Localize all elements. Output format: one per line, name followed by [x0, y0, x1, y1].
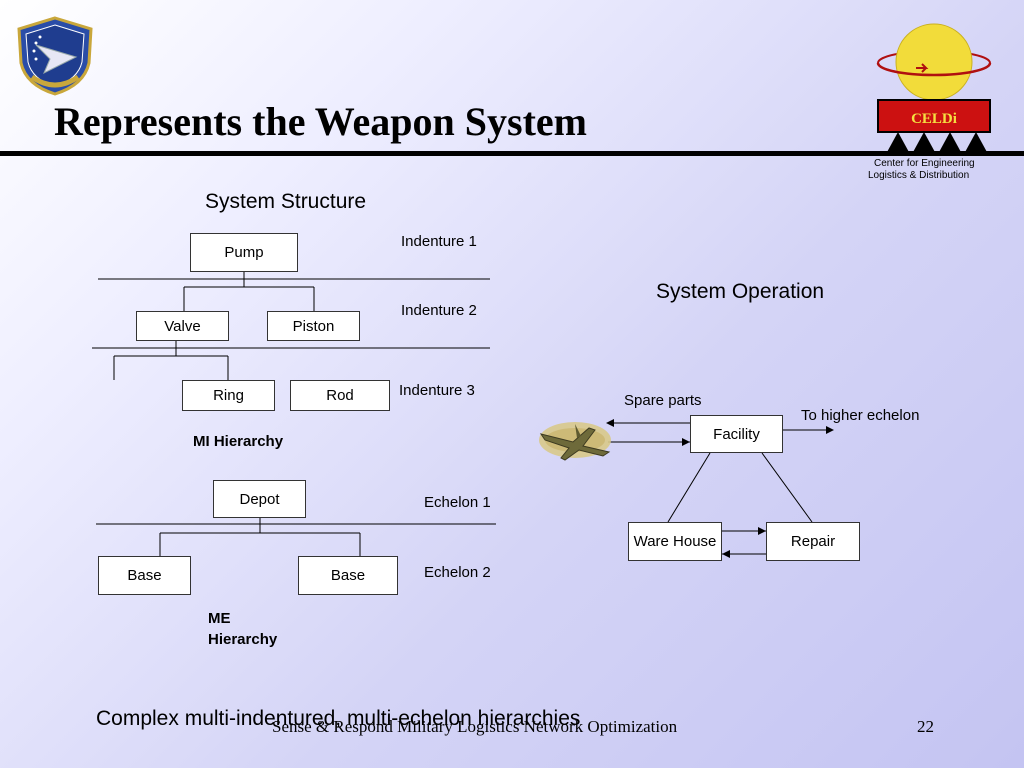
- celdi-brand: CELDi: [911, 111, 957, 127]
- slide-title: Represents the Weapon System: [54, 99, 587, 144]
- warehouse-node: Ware House: [628, 522, 722, 561]
- higher-echelon-label: To higher echelon: [801, 407, 920, 424]
- page-number: 22: [917, 717, 934, 736]
- pump-node: Pump: [190, 233, 298, 272]
- system-operation-heading: System Operation: [656, 280, 825, 303]
- valve-node: Valve: [136, 311, 229, 341]
- afrl-logo: [14, 15, 96, 97]
- spare-parts-label: Spare parts: [624, 392, 702, 409]
- celdi-logo: CELDi: [872, 22, 996, 154]
- system-structure-heading: System Structure: [205, 190, 367, 213]
- echelon-2-label: Echelon 2: [424, 564, 491, 581]
- facility-node: Facility: [690, 415, 783, 453]
- celdi-caption-2: Logistics & Distribution: [868, 170, 970, 181]
- me-hierarchy-caption-1: ME: [208, 610, 231, 627]
- rod-node: Rod: [290, 380, 390, 411]
- title-divider: [0, 151, 1024, 156]
- indenture-1-label: Indenture 1: [401, 233, 477, 250]
- piston-node: Piston: [267, 311, 360, 341]
- indenture-3-label: Indenture 3: [399, 382, 475, 399]
- repair-node: Repair: [766, 522, 860, 561]
- base-node-1: Base: [98, 556, 191, 595]
- me-hierarchy-caption-2: Hierarchy: [208, 631, 278, 648]
- globe-icon: [876, 23, 992, 154]
- base-node-2: Base: [298, 556, 398, 595]
- depot-node: Depot: [213, 480, 306, 518]
- mi-hierarchy-caption: MI Hierarchy: [193, 433, 284, 450]
- aircraft-icon: [535, 418, 615, 462]
- echelon-1-label: Echelon 1: [424, 494, 491, 511]
- ring-node: Ring: [182, 380, 275, 411]
- indenture-2-label: Indenture 2: [401, 302, 477, 319]
- celdi-caption-1: Center for Engineering: [874, 158, 975, 169]
- footer-text: Sense & Respond Military Logistics Netwo…: [272, 717, 678, 736]
- air-force-shield-icon: [17, 16, 93, 96]
- bottom-caption: Complex multi-indentured, multi-echelon …: [96, 707, 581, 730]
